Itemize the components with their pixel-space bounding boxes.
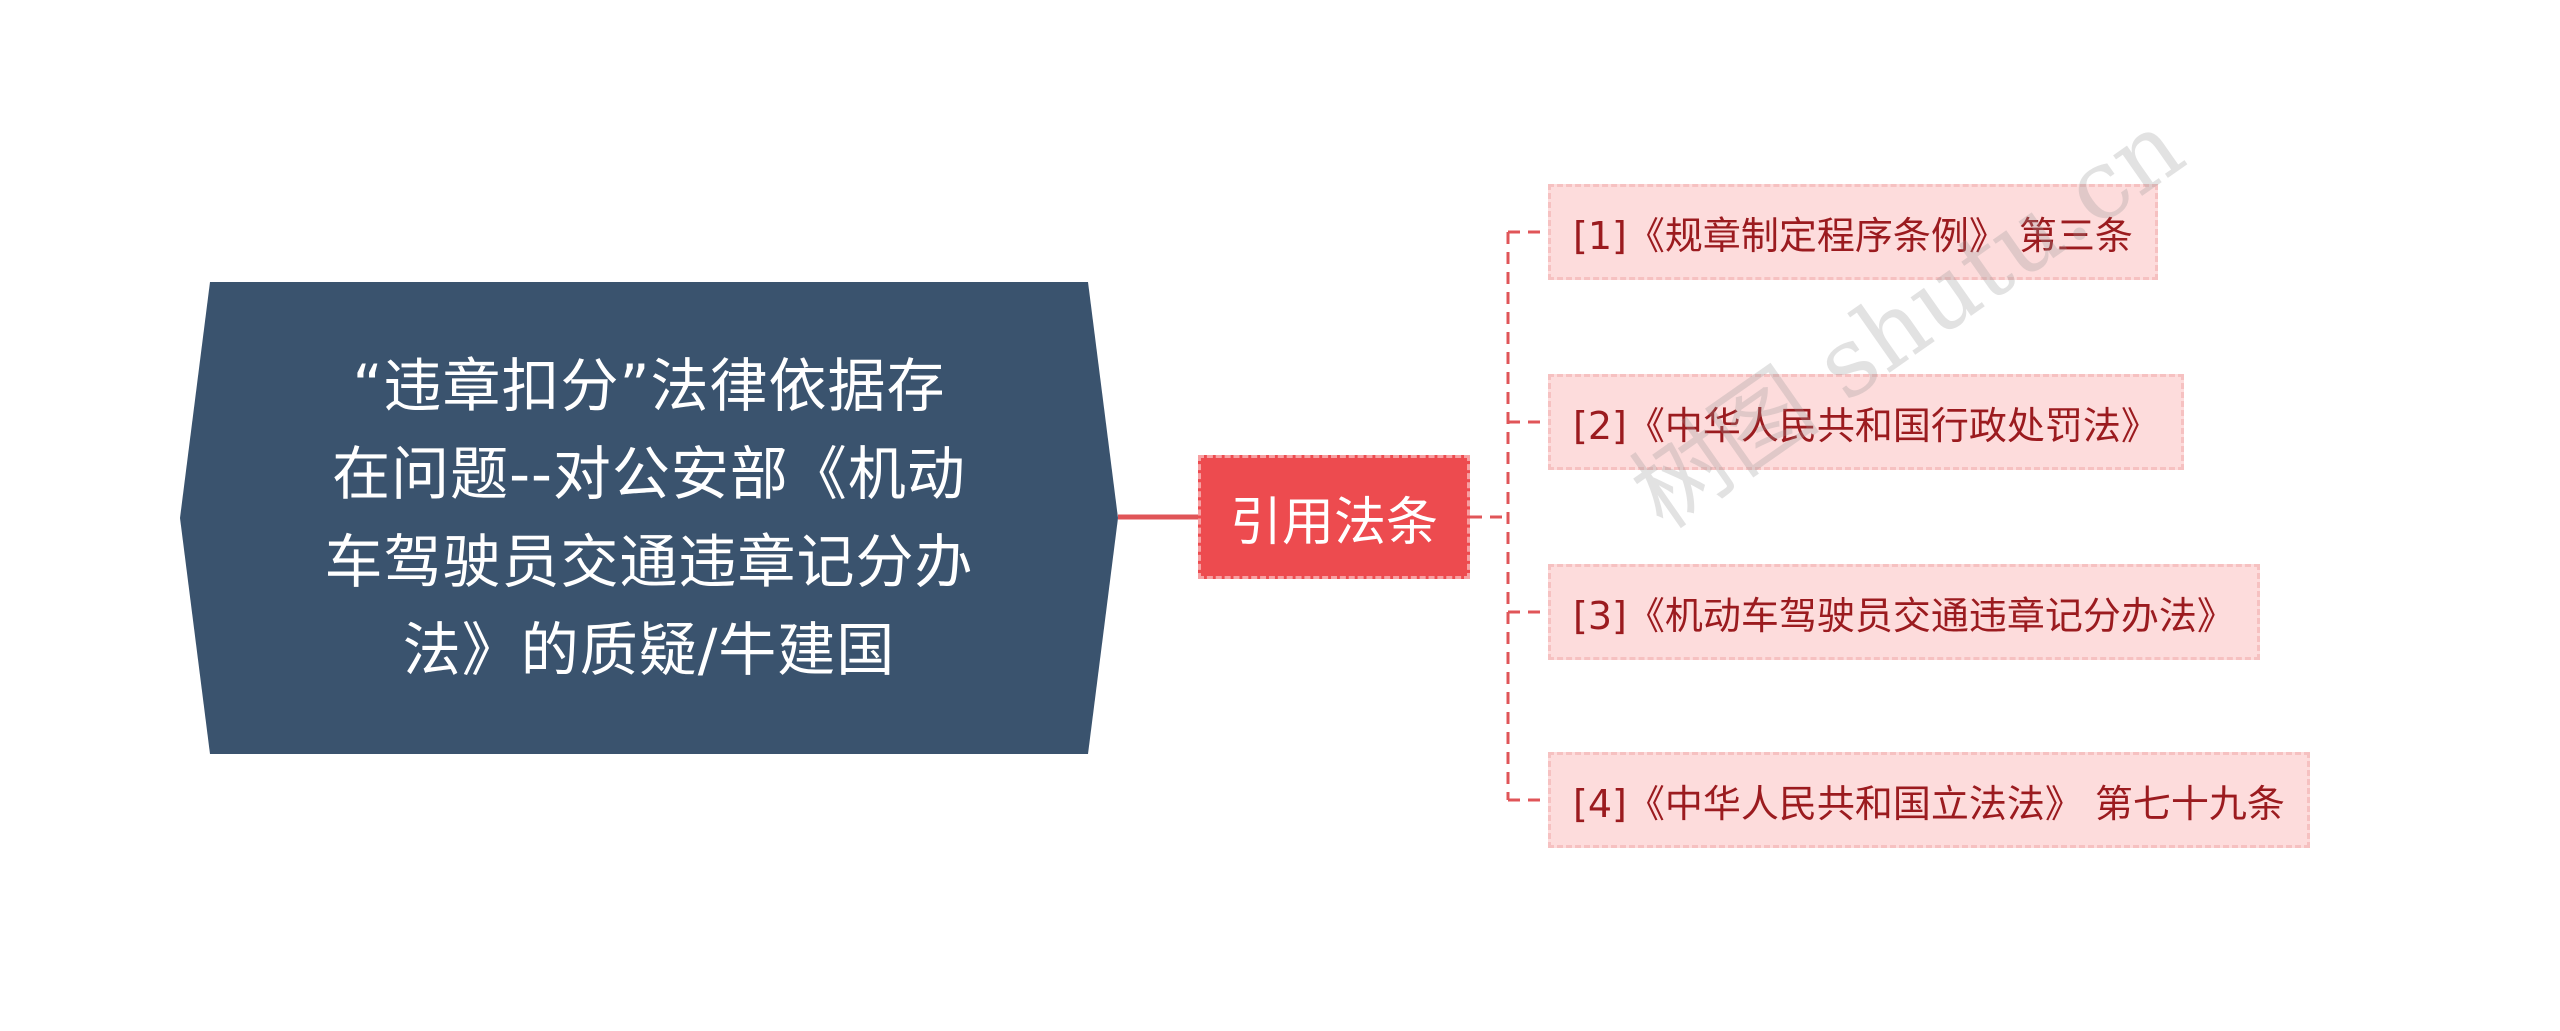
reference-node-3[interactable]: [3]《机动车驾驶员交通违章记分办法》 — [1548, 564, 2260, 660]
reference-node-1[interactable]: [1]《规章制定程序条例》 第三条 — [1548, 184, 2158, 280]
root-hexagon-shape — [180, 282, 1118, 754]
cited-laws-node[interactable]: 引用法条 — [1198, 455, 1470, 579]
reference-label-4: [4]《中华人民共和国立法法》 第七十九条 — [1573, 781, 2285, 826]
root-title-line-2: 在问题--对公安部《机动 — [332, 440, 966, 508]
root-title-line-4: 法》的质疑/牛建国 — [402, 616, 896, 684]
cited-laws-label: 引用法条 — [1229, 492, 1438, 553]
reference-node-4[interactable]: [4]《中华人民共和国立法法》 第七十九条 — [1548, 752, 2310, 848]
reference-node-2[interactable]: [2]《中华人民共和国行政处罚法》 — [1548, 374, 2184, 470]
reference-label-3: [3]《机动车驾驶员交通违章记分办法》 — [1573, 593, 2235, 638]
reference-label-2: [2]《中华人民共和国行政处罚法》 — [1573, 403, 2159, 448]
root-title-line-3: 车驾驶员交通违章记分办 — [324, 528, 974, 596]
root-title-line-1: “违章扣分”法律依据存 — [352, 352, 946, 420]
root-topic-title: “违章扣分”法律依据存 在问题--对公安部《机动 车驾驶员交通违章记分办 法》的… — [240, 282, 1058, 754]
root-topic-node[interactable]: “违章扣分”法律依据存 在问题--对公安部《机动 车驾驶员交通违章记分办 法》的… — [180, 282, 1118, 754]
reference-label-1: [1]《规章制定程序条例》 第三条 — [1573, 213, 2133, 258]
